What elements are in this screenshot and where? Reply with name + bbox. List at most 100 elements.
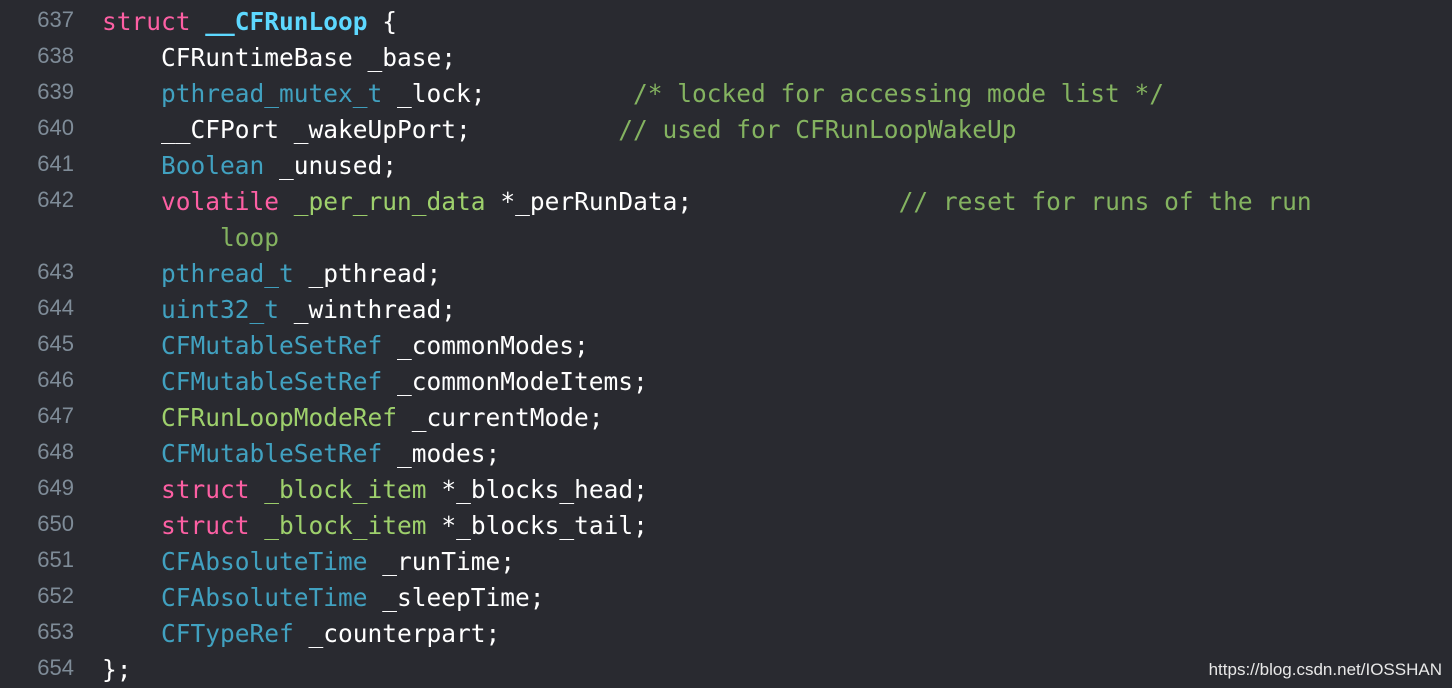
code-token: CFMutableSetRef [161,367,383,396]
code-token [102,475,161,504]
code-line[interactable]: loop [0,220,1452,256]
code-token: _commonModeItems; [382,367,648,396]
code-token [102,583,161,612]
line-number: 652 [37,583,74,608]
code-text: __CFPort _wakeUpPort; // used for CFRunL… [102,112,1017,148]
code-token: { [367,7,398,36]
code-token: _block_item [264,511,427,540]
code-token [102,403,161,432]
code-token: CFAbsoluteTime [161,583,368,612]
line-number: 638 [37,43,74,68]
code-text: CFAbsoluteTime _runTime; [102,544,515,580]
code-token: _modes; [382,439,501,468]
line-number: 643 [37,259,74,284]
code-token: // reset for runs of the run [898,187,1312,216]
code-token: /* locked for accessing mode list */ [633,79,1165,108]
code-line[interactable]: 652 CFAbsoluteTime _sleepTime; [0,580,1452,616]
code-line[interactable]: 651 CFAbsoluteTime _runTime; [0,544,1452,580]
code-token: Boolean [161,151,265,180]
code-token [279,187,294,216]
code-token [102,223,220,252]
code-token: _pthread; [293,259,442,288]
code-line[interactable]: 640 __CFPort _wakeUpPort; // used for CF… [0,112,1452,148]
code-token: CFMutableSetRef [161,331,383,360]
code-text: pthread_t _pthread; [102,256,441,292]
code-text: CFAbsoluteTime _sleepTime; [102,580,545,616]
code-line[interactable]: 648 CFMutableSetRef _modes; [0,436,1452,472]
code-token [102,259,161,288]
code-text: }; [102,652,132,688]
code-token: struct [102,7,191,36]
code-text: CFTypeRef _counterpart; [102,616,500,652]
code-text: Boolean _unused; [102,148,397,184]
code-text: pthread_mutex_t _lock; /* locked for acc… [102,76,1164,112]
code-token: __CFPort _wakeUpPort; [102,115,619,144]
code-text: CFRunLoopModeRef _currentMode; [102,400,604,436]
code-line[interactable]: 645 CFMutableSetRef _commonModes; [0,328,1452,364]
code-token: pthread_t [161,259,294,288]
code-text: uint32_t _winthread; [102,292,456,328]
line-number: 645 [37,331,74,356]
code-line[interactable]: 639 pthread_mutex_t _lock; /* locked for… [0,76,1452,112]
code-token: struct [161,511,250,540]
code-token: CFRuntimeBase _base; [102,43,457,72]
code-text: CFMutableSetRef _modes; [102,436,500,472]
code-token [102,79,161,108]
code-token: *_blocks_tail; [426,511,648,540]
code-token: struct [161,475,250,504]
code-line[interactable]: 642 volatile _per_run_data *_perRunData;… [0,184,1452,220]
code-token: _per_run_data [293,187,486,216]
line-number: 649 [37,475,74,500]
code-line[interactable]: 637 struct __CFRunLoop { [0,4,1452,40]
code-text: CFMutableSetRef _commonModes; [102,328,589,364]
line-number: 644 [37,295,74,320]
code-token: CFMutableSetRef [161,439,383,468]
code-line[interactable]: 638 CFRuntimeBase _base; [0,40,1452,76]
code-token: volatile [161,187,280,216]
code-token [102,619,161,648]
line-number: 650 [37,511,74,536]
code-token [102,547,161,576]
code-token: *_perRunData; [485,187,899,216]
code-line[interactable]: 653 CFTypeRef _counterpart; [0,616,1452,652]
code-token: _unused; [264,151,398,180]
code-token [250,475,265,504]
code-token: _block_item [264,475,427,504]
code-token: __CFRunLoop [205,7,368,36]
code-token: *_blocks_head; [426,475,648,504]
line-number: 637 [37,7,74,32]
line-number: 654 [37,655,74,680]
line-number: 639 [37,79,74,104]
code-line[interactable]: 650 struct _block_item *_blocks_tail; [0,508,1452,544]
line-number: 648 [37,439,74,464]
code-token: // used for CFRunLoopWakeUp [618,115,1017,144]
line-number: 646 [37,367,74,392]
code-token [102,367,161,396]
code-token [102,511,161,540]
code-token: CFAbsoluteTime [161,547,368,576]
code-line[interactable]: 644 uint32_t _winthread; [0,292,1452,328]
line-number: 641 [37,151,74,176]
code-token: _counterpart; [293,619,501,648]
code-line[interactable]: 643 pthread_t _pthread; [0,256,1452,292]
code-token: uint32_t [161,295,280,324]
code-text: CFMutableSetRef _commonModeItems; [102,364,648,400]
code-text: struct __CFRunLoop { [102,4,397,40]
code-token: _winthread; [279,295,457,324]
code-token: pthread_mutex_t [161,79,383,108]
code-token: CFTypeRef [161,619,294,648]
code-token: }; [102,655,132,684]
line-number: 647 [37,403,74,428]
code-token: _runTime; [367,547,516,576]
code-token: loop [220,223,280,252]
code-token [102,295,161,324]
code-token: CFRunLoopModeRef [161,403,398,432]
code-line[interactable]: 646 CFMutableSetRef _commonModeItems; [0,364,1452,400]
code-token: _sleepTime; [367,583,545,612]
code-token [102,331,161,360]
code-line[interactable]: 654}; [0,652,1452,688]
code-line[interactable]: 647 CFRunLoopModeRef _currentMode; [0,400,1452,436]
code-line[interactable]: 641 Boolean _unused; [0,148,1452,184]
code-line[interactable]: 649 struct _block_item *_blocks_head; [0,472,1452,508]
